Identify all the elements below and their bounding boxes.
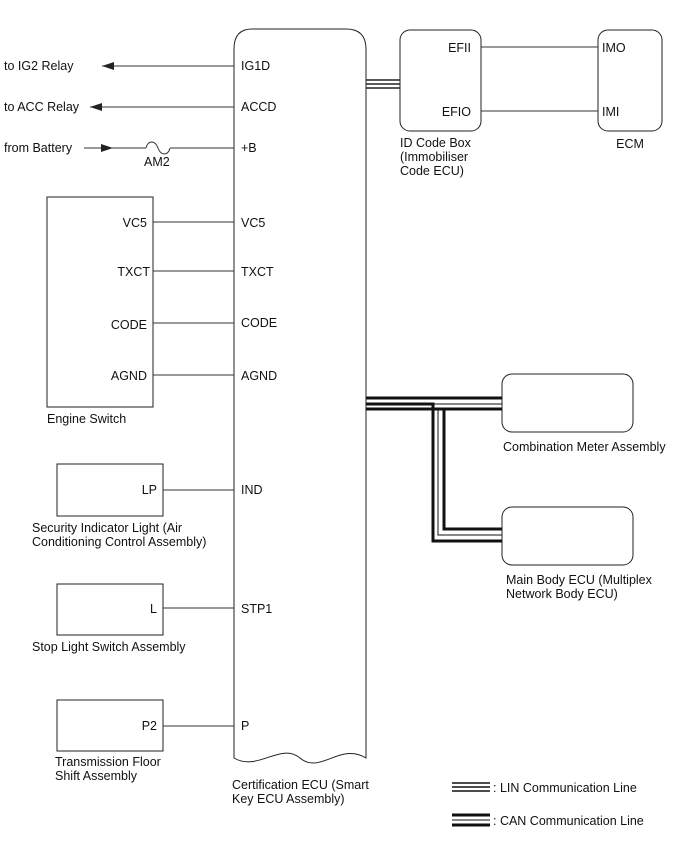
engine-switch-pin-vc5: VC5 [123, 216, 147, 230]
fuse-symbol [145, 141, 171, 155]
legend-lin-label: : LIN Communication Line [493, 781, 637, 795]
ecm-label: ECM [616, 137, 644, 151]
transmission-label-line2: Shift Assembly [55, 769, 138, 783]
engine-switch-label: Engine Switch [47, 412, 126, 426]
stop-light-pin-l: L [150, 602, 157, 616]
ig2-relay-label: to IG2 Relay [4, 59, 74, 73]
main-body-ecu-label-line2: Network Body ECU) [506, 587, 618, 601]
ecu-pin-plus-b: +B [241, 141, 257, 155]
id-code-box-label-line3: Code ECU) [400, 164, 464, 178]
ecu-pin-accd: ACCD [241, 100, 276, 114]
fuse-label: AM2 [144, 155, 170, 169]
main-body-ecu-label-line1: Main Body ECU (Multiplex [506, 573, 653, 587]
stop-light-label: Stop Light Switch Assembly [32, 640, 186, 654]
legend-lin-symbol [452, 782, 490, 792]
transmission-label-line1: Transmission Floor [55, 755, 161, 769]
certification-ecu-label-line2: Key ECU Assembly) [232, 792, 345, 806]
engine-switch-pin-agnd: AGND [111, 369, 147, 383]
engine-switch-box [46, 196, 154, 408]
certification-ecu-box [233, 28, 367, 764]
legend-can-symbol [452, 813, 490, 827]
security-light-label-line2: Conditioning Control Assembly) [32, 535, 206, 549]
main-body-ecu-box [501, 506, 634, 566]
ecu-pin-ig1d: IG1D [241, 59, 270, 73]
id-code-box-pin-efii: EFII [448, 41, 471, 55]
security-light-label-line1: Security Indicator Light (Air [32, 521, 182, 535]
acc-relay-label: to ACC Relay [4, 100, 80, 114]
ecm-pin-imi: IMI [602, 105, 619, 119]
id-code-box-pin-efio: EFIO [442, 105, 471, 119]
engine-switch-pin-code: CODE [111, 318, 147, 332]
stop-light-box [56, 583, 164, 636]
ecu-pin-vc5: VC5 [241, 216, 265, 230]
combination-meter-label: Combination Meter Assembly [503, 440, 666, 454]
id-code-box-label-line2: (Immobiliser [400, 150, 468, 164]
can-bus [366, 396, 502, 543]
certification-ecu-label-line1: Certification ECU (Smart [232, 778, 369, 792]
transmission-pin-p2: P2 [142, 719, 157, 733]
security-light-pin-lp: LP [142, 483, 157, 497]
battery-label: from Battery [4, 141, 73, 155]
engine-switch-pin-txct: TXCT [117, 265, 150, 279]
id-code-box-label-line1: ID Code Box [400, 136, 472, 150]
ecm-box [597, 29, 663, 132]
ecu-pin-agnd: AGND [241, 369, 277, 383]
combination-meter-box [501, 373, 634, 433]
ecu-pin-ind: IND [241, 483, 263, 497]
ecu-pin-code: CODE [241, 316, 277, 330]
ecm-pin-imo: IMO [602, 41, 626, 55]
security-light-box [56, 463, 164, 517]
ecu-pin-txct: TXCT [241, 265, 274, 279]
legend-can-label: : CAN Communication Line [493, 814, 644, 828]
ecu-pin-stp1: STP1 [241, 602, 272, 616]
ecu-pin-p: P [241, 719, 249, 733]
